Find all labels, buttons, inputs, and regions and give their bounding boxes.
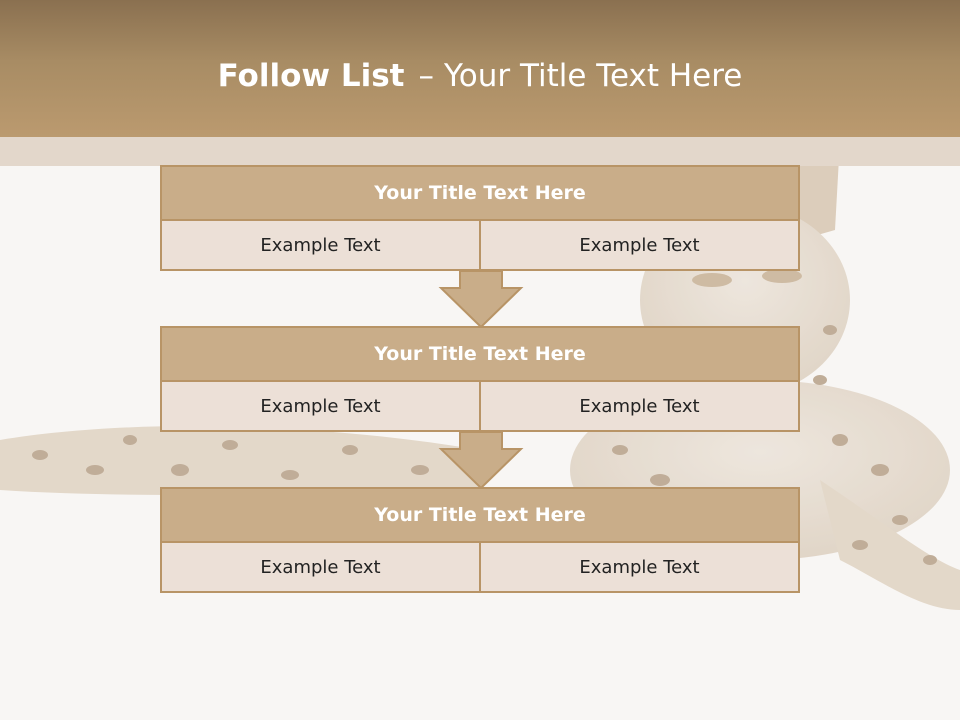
flow-block-row: Example Text Example Text xyxy=(160,221,800,271)
flow-block-title: Your Title Text Here xyxy=(160,326,800,382)
flow-block-2: Your Title Text Here Example Text Exampl… xyxy=(160,326,800,432)
header-band xyxy=(0,0,960,137)
flow-block-title: Your Title Text Here xyxy=(160,165,800,221)
header-subband xyxy=(0,137,960,166)
flow-block-row: Example Text Example Text xyxy=(160,543,800,593)
flow-block-3: Your Title Text Here Example Text Exampl… xyxy=(160,487,800,593)
page-title-rest: Your Title Text Here xyxy=(443,58,743,94)
down-arrow-icon xyxy=(438,270,524,329)
page-title-bold: Follow List xyxy=(217,58,405,94)
flow-block-row: Example Text Example Text xyxy=(160,382,800,432)
flow-block-cell: Example Text xyxy=(481,221,800,271)
flow-block-cell: Example Text xyxy=(481,543,800,593)
down-arrow-icon xyxy=(438,431,524,490)
flow-block-cell: Example Text xyxy=(160,382,481,432)
flow-block-cell: Example Text xyxy=(481,382,800,432)
page-title: Follow List–Your Title Text Here xyxy=(0,54,960,98)
page-title-separator: – xyxy=(418,58,434,94)
flow-block-cell: Example Text xyxy=(160,221,481,271)
flow-block-cell: Example Text xyxy=(160,543,481,593)
flow-block-title: Your Title Text Here xyxy=(160,487,800,543)
flow-block-1: Your Title Text Here Example Text Exampl… xyxy=(160,165,800,271)
